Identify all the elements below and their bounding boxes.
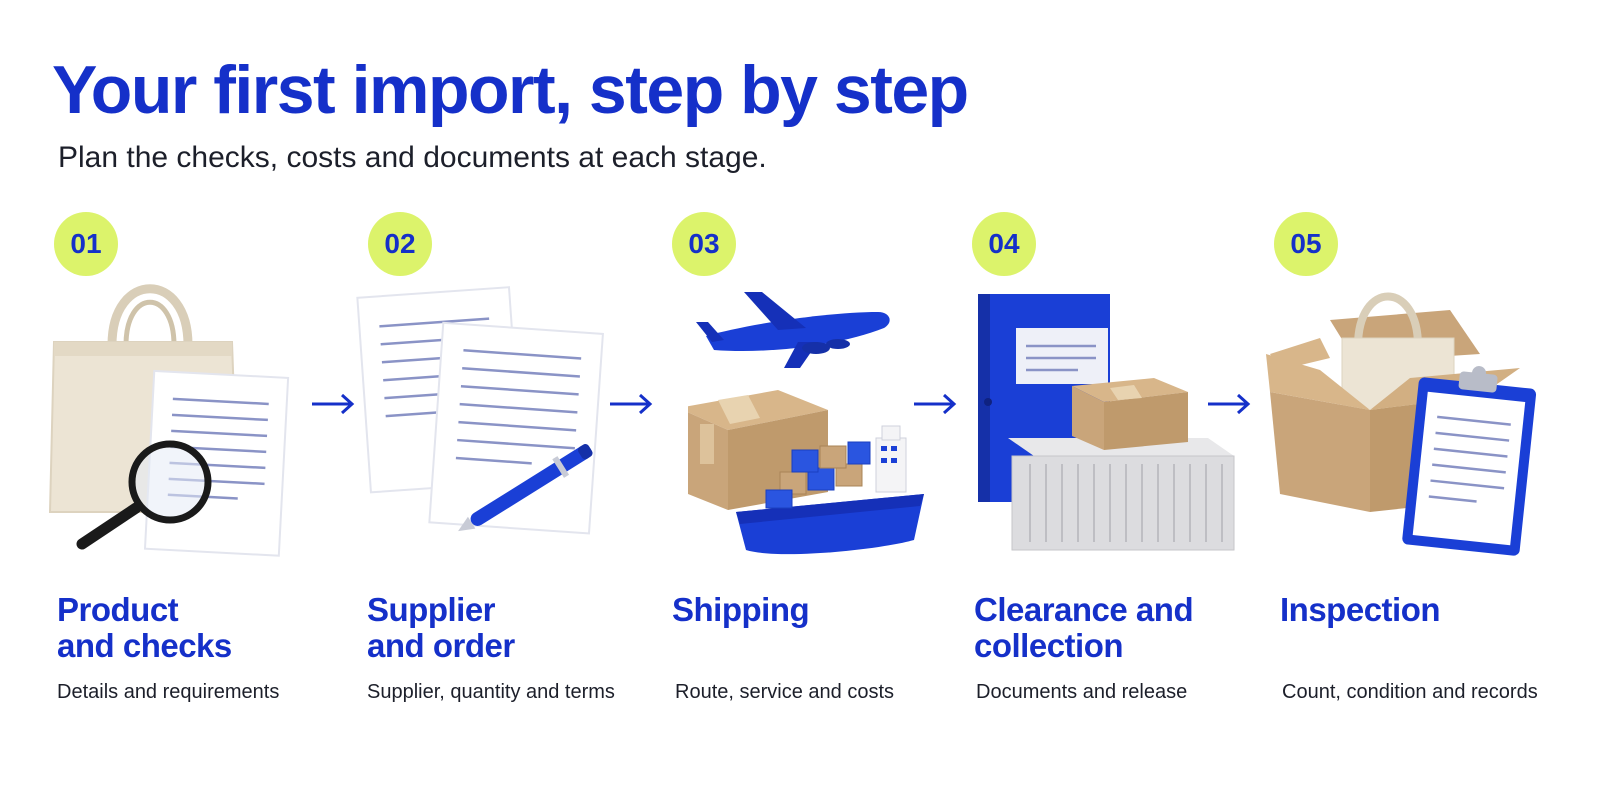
step-number-badge: 04 (972, 212, 1036, 276)
step-description: Route, service and costs (675, 681, 894, 703)
step-number-badge: 02 (368, 212, 432, 276)
open-box-clipboard-icon (1266, 292, 1537, 556)
step-number-badge: 01 (54, 212, 118, 276)
page-subtitle: Plan the checks, costs and documents at … (58, 141, 767, 174)
arrow-right-icon (914, 393, 957, 415)
arrow-right-icon (312, 393, 355, 415)
step-3: 03 (660, 0, 960, 800)
step-title: Shipping (672, 591, 810, 628)
arrow-right-icon (610, 393, 653, 415)
step-1: 01 (0, 0, 300, 800)
step-4: 04 (970, 0, 1280, 800)
step-number-badge: 03 (672, 212, 736, 276)
step-title: Supplier and order (367, 591, 515, 664)
step-number-badge: 05 (1274, 212, 1338, 276)
step-description: Documents and release (976, 681, 1188, 703)
plane-box-ship-icon (688, 292, 924, 555)
step-title: Inspection (1280, 591, 1441, 628)
tote-bag-document-magnifier-icon (48, 284, 290, 557)
step-title: Clearance and collection (974, 591, 1194, 664)
step-description: Count, condition and records (1282, 681, 1538, 703)
page-title: Your first import, step by step (52, 52, 969, 128)
documents-pen-icon (356, 286, 604, 535)
step-description: Supplier, quantity and terms (367, 681, 615, 703)
step-5: 05 (1266, 0, 1590, 800)
step-2: 02 (350, 0, 650, 800)
arrow-right-icon (1208, 393, 1251, 415)
step-description: Details and requirements (57, 681, 280, 703)
binder-box-counter-icon (978, 294, 1235, 551)
step-title: Product and checks (57, 591, 232, 664)
